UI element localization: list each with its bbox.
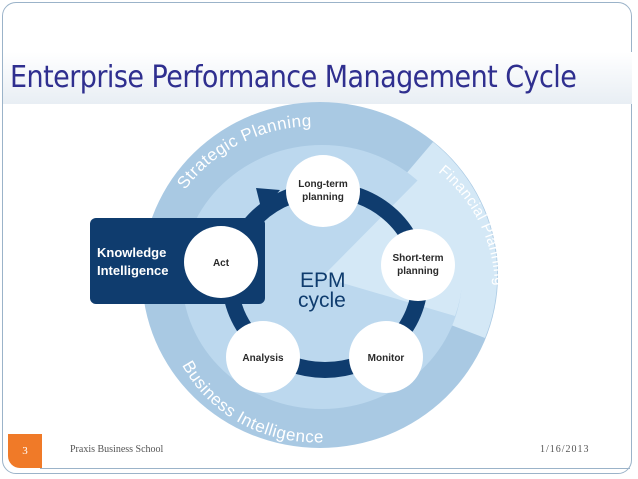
- intelligence-label: Intelligence: [97, 263, 169, 278]
- node-act-label: Act: [213, 258, 230, 269]
- node-analysis: [226, 321, 300, 393]
- title-band: [3, 52, 632, 104]
- slide-title: Enterprise Performance Management Cycle: [10, 60, 577, 95]
- node-monitor-label: Monitor: [368, 353, 405, 364]
- footer-organization: Praxis Business School: [70, 444, 164, 455]
- node-short-term-planning: [381, 229, 455, 301]
- node-short-term-label-2: planning: [397, 266, 439, 277]
- slide-number: 3: [22, 445, 28, 457]
- footer-date: 1/16/2013: [540, 444, 590, 455]
- node-long-term-label-2: planning: [302, 192, 344, 203]
- node-long-term-label-1: Long-term: [298, 179, 348, 190]
- node-analysis-label: Analysis: [242, 353, 284, 364]
- center-cycle-label: cycle: [298, 289, 346, 312]
- footer-divider: [40, 468, 630, 469]
- node-long-term-planning: [286, 155, 360, 227]
- node-monitor: [349, 321, 423, 393]
- knowledge-label: Knowledge: [97, 245, 166, 260]
- node-short-term-label-1: Short-term: [392, 253, 443, 264]
- slide-number-badge: 3: [8, 434, 42, 468]
- node-act: [184, 226, 258, 298]
- cycle-arrow-head: [256, 188, 280, 212]
- center-epm-label: EPM: [300, 269, 346, 292]
